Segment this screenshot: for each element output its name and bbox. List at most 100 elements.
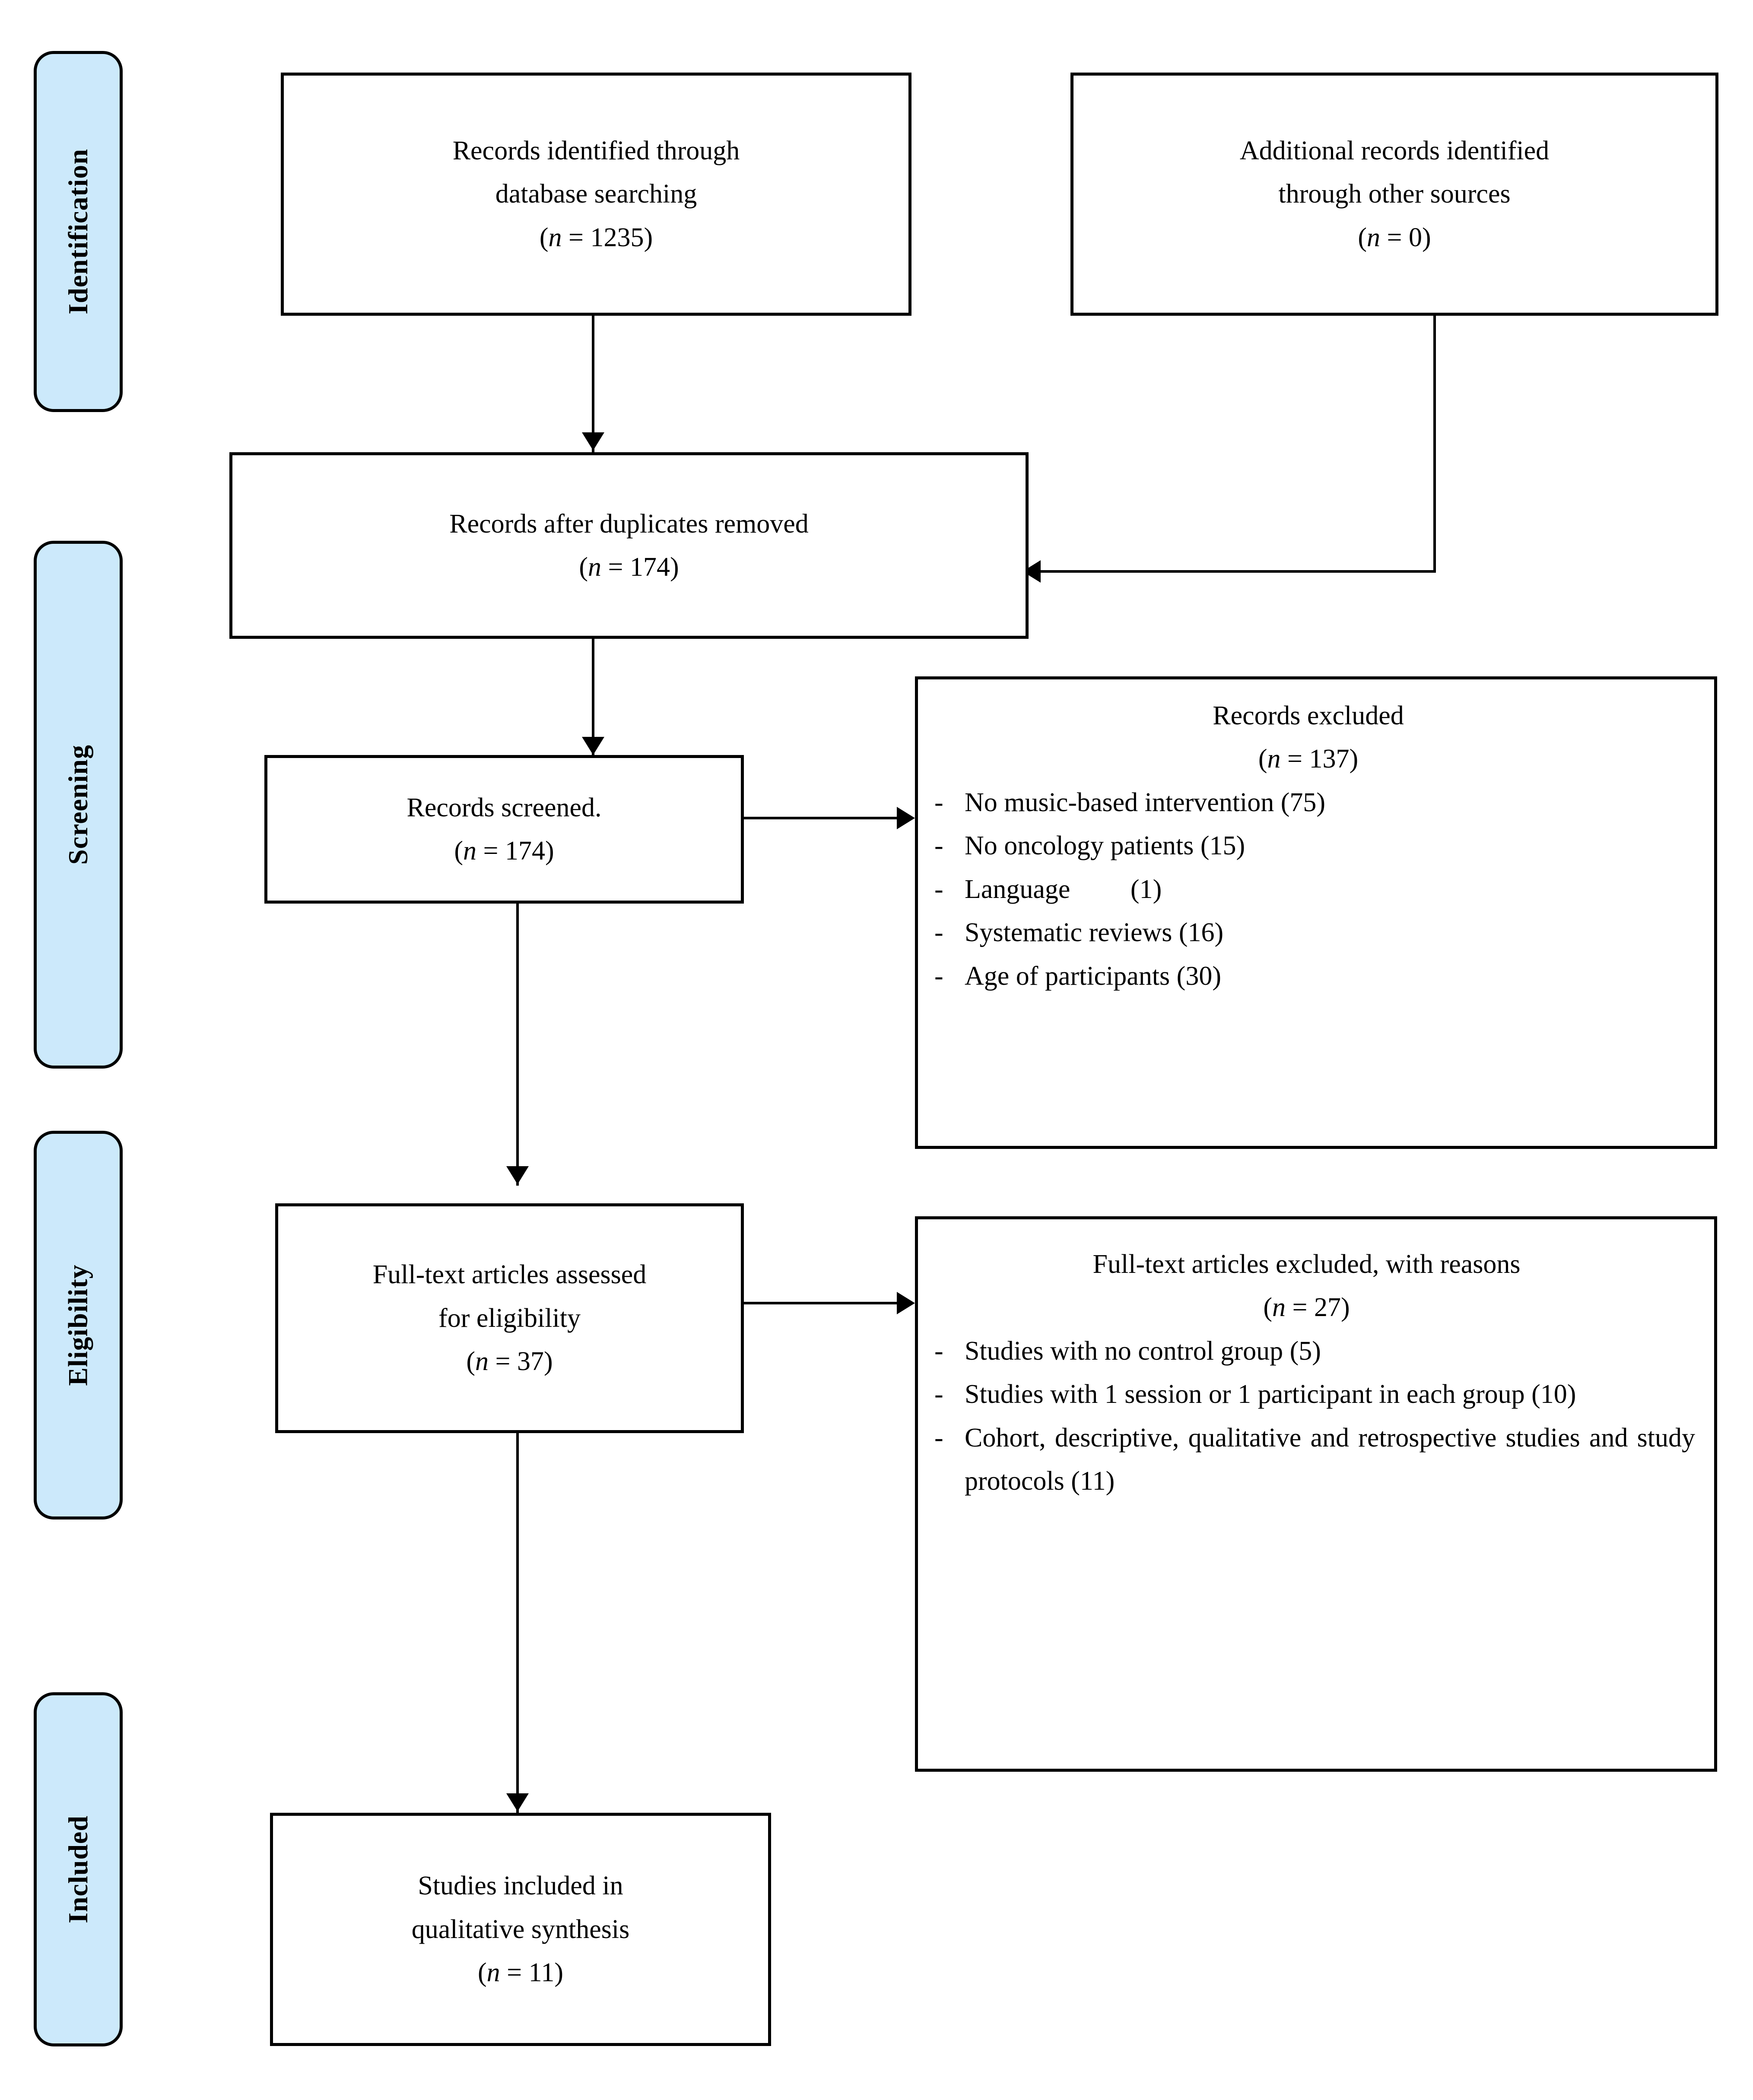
phase-eligibility: Eligibility: [34, 1131, 123, 1519]
bullet-dash-icon: -: [934, 918, 943, 948]
bullet-dash-icon: -: [934, 1336, 943, 1366]
arrowhead-duplicates-to-screened: [582, 737, 604, 755]
box-fulltext-excluded-reasons: Full-text articles excluded, with reason…: [915, 1216, 1717, 1772]
box-studies-included-qualitative: Studies included in qualitative synthesi…: [270, 1813, 771, 2046]
box-records-excluded: Records excluded (n = 137) - No music-ba…: [915, 676, 1717, 1149]
reason-text: Systematic reviews (16): [965, 918, 1224, 948]
box-fulltext-assessed-count: (n = 37): [466, 1340, 553, 1383]
bullet-dash-icon: -: [934, 961, 943, 991]
connector-screened-to-fulltext: [516, 904, 519, 1186]
paren-open: (: [579, 552, 588, 582]
box-records-excluded-title: Records excluded: [1213, 701, 1404, 730]
box-records-identified-count: (n = 1235): [540, 216, 653, 259]
box-additional-records-line1: Additional records identified: [1239, 136, 1550, 165]
list-item: - No music-based intervention (75): [918, 781, 1699, 824]
list-item: - No oncology patients (15): [918, 824, 1699, 867]
box-studies-included-line2: qualitative synthesis: [411, 1914, 630, 1944]
box-studies-included-line1: Studies included in: [418, 1871, 623, 1901]
n-value: = 174): [476, 836, 554, 866]
reason-text: Cohort, descriptive, qualitative and ret…: [965, 1423, 1695, 1496]
bullet-dash-icon: -: [934, 1380, 943, 1409]
n-value: = 27): [1286, 1293, 1350, 1323]
phase-identification-label: Identification: [63, 149, 93, 314]
list-item: - Age of participants (30): [918, 955, 1699, 998]
list-item: - Systematic reviews (16): [918, 911, 1699, 954]
n-italic: n: [486, 1958, 500, 1988]
n-italic: n: [588, 552, 602, 582]
paren-open: (: [454, 836, 464, 866]
n-value: = 174): [601, 552, 679, 582]
box-additional-records-other-sources: Additional records identified through ot…: [1070, 73, 1718, 316]
connector-duplicates-to-screened: [592, 638, 594, 756]
phase-included-label: Included: [63, 1815, 93, 1923]
box-additional-records-count: (n = 0): [1358, 216, 1431, 259]
arrowhead-fulltext-to-excluded: [897, 1292, 915, 1314]
n-value: = 1235): [562, 222, 653, 252]
box-records-identified-line2: database searching: [495, 179, 697, 209]
phase-identification: Identification: [34, 51, 123, 412]
box-records-identified-line1: Records identified through: [452, 136, 740, 165]
connector-other-horizontal: [1030, 570, 1436, 573]
n-value: = 37): [489, 1347, 553, 1377]
connector-search-to-duplicates: [592, 316, 594, 452]
box-fulltext-assessed-line2: for eligibility: [438, 1303, 581, 1333]
box-studies-included-count: (n = 11): [478, 1951, 563, 1994]
paren-open: (: [1358, 222, 1367, 252]
box-records-after-duplicates-count: (n = 174): [579, 546, 679, 589]
reason-text: Age of participants (30): [965, 961, 1221, 991]
list-item: - Studies with 1 session or 1 participan…: [918, 1373, 1695, 1416]
n-value: = 11): [500, 1958, 563, 1988]
bullet-dash-icon: -: [934, 874, 943, 904]
paren-open: (: [539, 222, 549, 252]
list-item: - Cohort, descriptive, qualitative and r…: [918, 1416, 1695, 1503]
box-fulltext-assessed-line1: Full-text articles assessed: [372, 1260, 647, 1290]
reason-text: Studies with 1 session or 1 participant …: [965, 1380, 1576, 1409]
phase-included: Included: [34, 1692, 123, 2046]
box-fulltext-excluded-title: Full-text articles excluded, with reason…: [1092, 1250, 1521, 1279]
n-italic: n: [1367, 222, 1381, 252]
paren-open: (: [1258, 744, 1267, 774]
n-value: = 0): [1380, 222, 1431, 252]
phase-screening: Screening: [34, 541, 123, 1069]
list-item: - Studies with no control group (5): [918, 1329, 1695, 1373]
connector-fulltext-to-included: [516, 1433, 519, 1813]
n-value: = 137): [1280, 744, 1359, 774]
phase-screening-label: Screening: [63, 744, 93, 865]
box-records-identified-database: Records identified through database sear…: [281, 73, 911, 316]
reason-text: No oncology patients (15): [965, 831, 1245, 861]
connector-fulltext-to-excluded: [742, 1302, 905, 1304]
list-item: - Language (1): [918, 868, 1699, 911]
bullet-dash-icon: -: [934, 831, 943, 861]
arrowhead-fulltext-to-included: [506, 1793, 529, 1811]
n-italic: n: [463, 836, 477, 866]
reason-text: Language (1): [965, 874, 1162, 904]
connector-screened-to-excluded: [742, 817, 905, 819]
reason-text: No music-based intervention (75): [965, 787, 1326, 817]
box-records-screened: Records screened. (n = 174): [264, 755, 744, 904]
box-records-screened-line1: Records screened.: [406, 793, 602, 822]
box-fulltext-assessed-eligibility: Full-text articles assessed for eligibil…: [275, 1203, 744, 1433]
bullet-dash-icon: -: [934, 787, 943, 817]
reason-text: Studies with no control group (5): [965, 1336, 1321, 1366]
bullet-dash-icon: -: [934, 1423, 943, 1453]
n-italic: n: [1267, 744, 1281, 774]
n-italic: n: [1272, 1293, 1286, 1323]
paren-open: (: [1263, 1293, 1273, 1323]
arrowhead-screened-to-fulltext: [506, 1166, 529, 1184]
n-italic: n: [548, 222, 562, 252]
connector-other-vertical: [1433, 316, 1436, 573]
phase-eligibility-label: Eligibility: [63, 1264, 93, 1386]
box-records-screened-count: (n = 174): [454, 829, 554, 872]
box-records-after-duplicates: Records after duplicates removed (n = 17…: [229, 452, 1029, 639]
box-additional-records-line2: through other sources: [1278, 179, 1511, 209]
box-records-after-duplicates-line1: Records after duplicates removed: [449, 509, 809, 539]
arrowhead-search-to-duplicates: [582, 432, 604, 450]
box-records-excluded-count: (n = 137): [918, 737, 1699, 780]
paren-open: (: [478, 1958, 487, 1988]
box-fulltext-excluded-count: (n = 27): [918, 1286, 1695, 1329]
n-italic: n: [475, 1347, 489, 1377]
arrowhead-screened-to-excluded: [897, 807, 915, 829]
fulltext-excluded-reason-list: - Studies with no control group (5) - St…: [918, 1329, 1695, 1503]
paren-open: (: [466, 1347, 476, 1377]
